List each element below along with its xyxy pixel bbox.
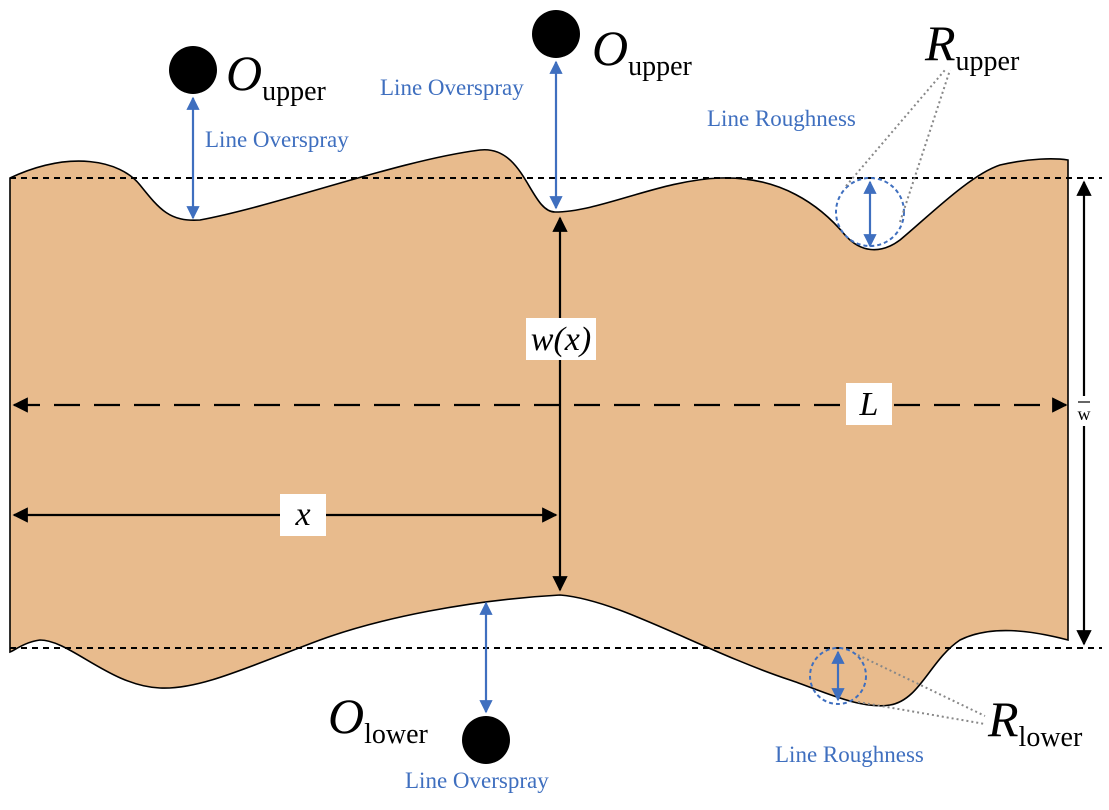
mean-width-label: w [1078,404,1091,424]
r-upper: Rupper [924,15,1020,77]
roughness-guide-lower-2 [857,701,986,725]
roughness-circle-lower [809,647,867,705]
width-label: w(x) [531,321,591,358]
roughness-label-upper: Line Roughness [707,106,856,131]
o-lower: Olower [328,688,429,750]
overspray-particle-lower [462,716,510,764]
roughness-label-lower: Line Roughness [775,742,924,767]
roughness-guide-upper-1 [845,69,946,187]
length-label: L [859,386,879,423]
x-label-box [280,494,326,536]
x-label: x [294,496,310,533]
overspray-label-upper-left: Line Overspray [205,127,349,152]
printed-line-shape [9,149,1069,707]
roughness-guide-lower-1 [857,654,986,717]
overspray-label-upper-middle: Line Overspray [380,75,524,100]
roughness-guide-upper-2 [899,69,951,223]
overspray-particle-upper-middle [532,10,580,58]
overspray-label-lower: Line Overspray [405,768,549,793]
mean-width-label-box [1074,396,1096,426]
width-label-box [526,318,596,360]
overspray-particle-upper-left [169,46,217,94]
length-label-box [846,383,892,425]
o-upper-middle: Oupper [592,20,693,82]
r-lower: Rlower [987,691,1083,753]
o-upper-left: Oupper [226,45,327,107]
